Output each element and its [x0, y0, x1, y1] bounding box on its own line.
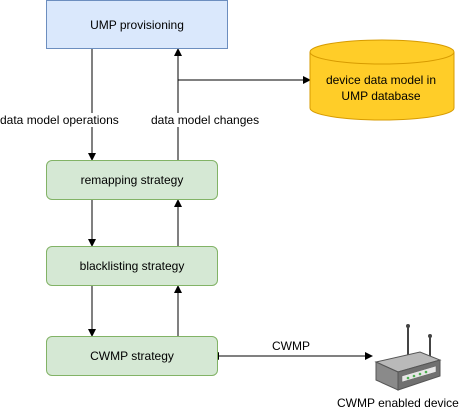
database-cylinder — [309, 39, 455, 121]
database-label: device data model in UMP database — [308, 72, 454, 104]
database-label-line1: device data model in — [325, 73, 437, 87]
database-label-line2: UMP database — [341, 89, 421, 103]
remapping-strategy-box: remapping strategy — [46, 160, 218, 200]
blacklisting-strategy-label: blacklisting strategy — [79, 259, 185, 273]
ump-provisioning-label: UMP provisioning — [90, 17, 184, 32]
ump-provisioning-box: UMP provisioning — [46, 0, 228, 49]
router-icon — [374, 324, 442, 391]
device-caption: CWMP enabled device — [337, 396, 459, 410]
cwmp-strategy-label: CWMP strategy — [90, 349, 174, 363]
edge-label-data-model-changes: data model changes — [151, 113, 260, 127]
edge-label-data-model-operations: data model operations — [0, 113, 119, 127]
cwmp-strategy-box: CWMP strategy — [46, 336, 218, 376]
blacklisting-strategy-box: blacklisting strategy — [46, 246, 218, 286]
edge-label-cwmp: CWMP — [272, 339, 310, 353]
remapping-strategy-label: remapping strategy — [80, 173, 184, 187]
